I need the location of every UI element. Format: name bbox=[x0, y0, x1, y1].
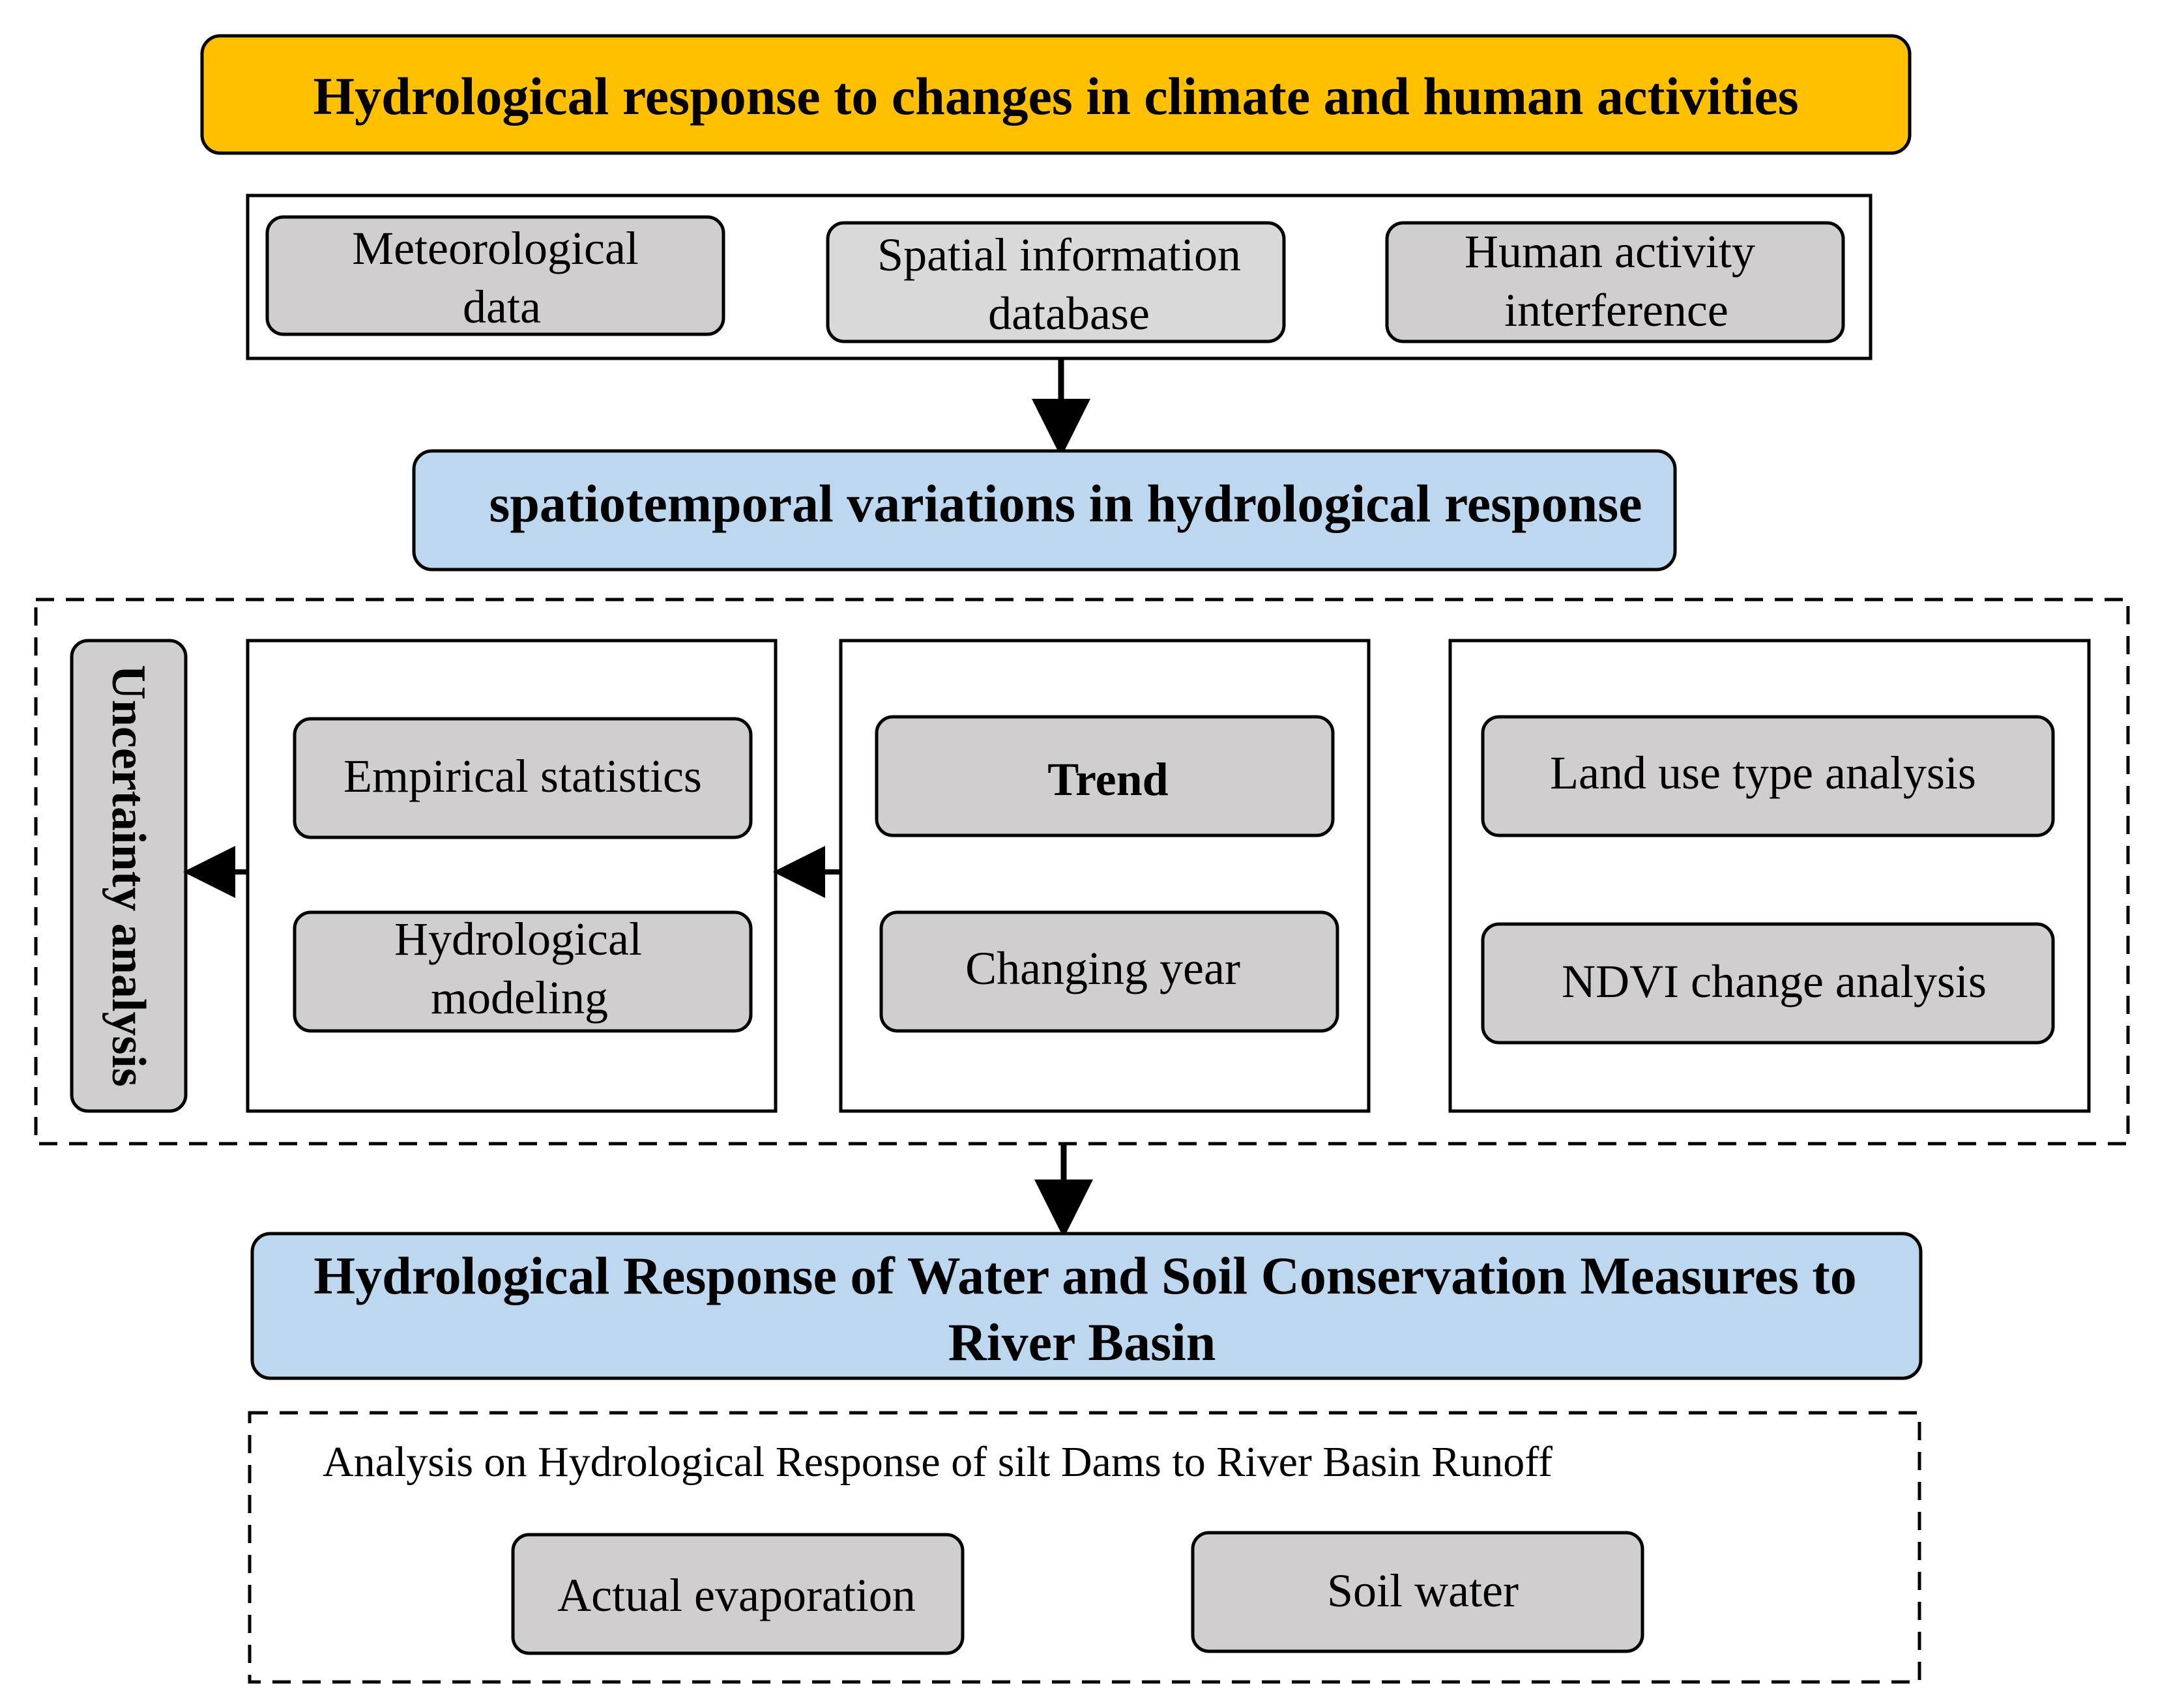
human-line-1: Human activity bbox=[1465, 225, 1755, 278]
human-line-2: interference bbox=[1504, 284, 1728, 336]
conservation-box: Hydrological Response of Water and Soil … bbox=[250, 1232, 1923, 1380]
spatial-line-2: database bbox=[988, 287, 1150, 340]
human-activity-box: Human activity interference bbox=[1385, 221, 1845, 343]
silt-dams-frame: Analysis on Hydrological Response of sil… bbox=[248, 1411, 1921, 1684]
conservation-line-1: Hydrological Response of Water and Soil … bbox=[313, 1246, 1856, 1305]
silt-dams-heading: Analysis on Hydrological Response of sil… bbox=[323, 1438, 1553, 1486]
actual-evaporation-box: Actual evaporation bbox=[511, 1533, 965, 1655]
hydro-modeling-line-1: Hydrological bbox=[394, 913, 642, 965]
landuse-box: Land use type analysis bbox=[1481, 715, 2055, 837]
hydro-modeling-line-2: modeling bbox=[431, 972, 608, 1024]
evaporation-text: Actual evaporation bbox=[557, 1569, 916, 1621]
meteorological-line-2: data bbox=[463, 281, 541, 333]
trend-box: Trend bbox=[875, 715, 1335, 837]
spatial-line-1: Spatial information bbox=[877, 229, 1241, 281]
title-box: Hydrological response to changes in clim… bbox=[200, 34, 1912, 155]
landuse-text: Land use type analysis bbox=[1550, 747, 1976, 799]
conservation-line-2: River Basin bbox=[948, 1312, 1216, 1372]
ndvi-text: NDVI change analysis bbox=[1562, 955, 1987, 1007]
meteorological-line-1: Meteorological bbox=[352, 222, 639, 274]
meteorological-data-box: Meteorological data bbox=[265, 215, 725, 336]
empirical-text: Empirical statistics bbox=[343, 750, 702, 802]
uncertainty-text: Uncertainty analysis bbox=[102, 665, 155, 1087]
changing-year-box: Changing year bbox=[879, 910, 1339, 1033]
ndvi-box: NDVI change analysis bbox=[1481, 922, 2055, 1045]
methods-frame: Empirical statistics Hydrological modeli… bbox=[246, 639, 778, 1113]
empirical-statistics-box: Empirical statistics bbox=[293, 717, 753, 839]
title-text: Hydrological response to changes in clim… bbox=[313, 66, 1798, 126]
changing-year-text: Changing year bbox=[965, 942, 1240, 994]
hydrological-modeling-box: Hydrological modeling bbox=[293, 910, 753, 1033]
soil-water-box: Soil water bbox=[1191, 1531, 1644, 1653]
data-inputs-frame: Meteorological data Spatial information … bbox=[246, 194, 1873, 360]
uncertainty-analysis-box: Uncertainty analysis bbox=[70, 639, 188, 1113]
soil-water-text: Soil water bbox=[1327, 1565, 1519, 1617]
spatial-database-box: Spatial information database bbox=[826, 221, 1286, 343]
trend-text: Trend bbox=[1047, 753, 1168, 805]
spatiotemporal-text: spatiotemporal variations in hydrologica… bbox=[489, 474, 1642, 533]
landuse-frame: Land use type analysis NDVI change analy… bbox=[1448, 639, 2091, 1113]
spatiotemporal-box: spatiotemporal variations in hydrologica… bbox=[412, 449, 1677, 572]
trend-frame: Trend Changing year bbox=[839, 639, 1371, 1113]
